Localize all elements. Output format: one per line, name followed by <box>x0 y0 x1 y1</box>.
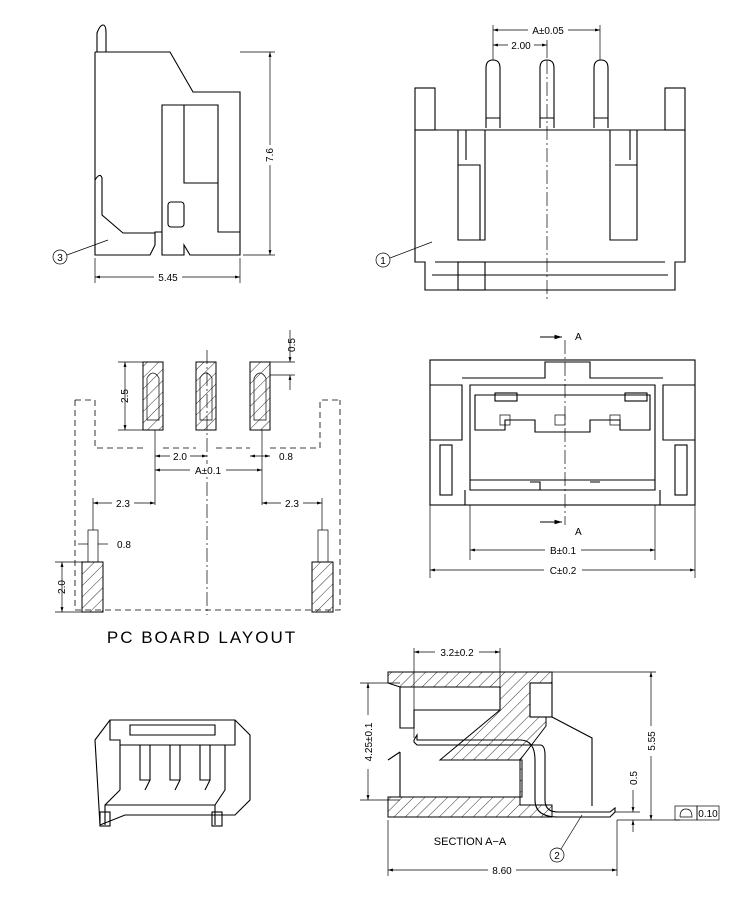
section-mark-bottom: A <box>575 527 582 538</box>
section-view: 3.2±0.2 4.25±0.1 5.55 0.5 0.10 SECTION A… <box>360 646 720 877</box>
outer-dimension: C±0.2 <box>550 566 577 577</box>
span-dimension: A±0.1 <box>195 466 221 477</box>
pad-offset-dimension: 0.5 <box>287 338 298 352</box>
pin-pitch-dimension: 2.00 <box>511 41 531 52</box>
flatness-value: 0.10 <box>698 809 718 820</box>
pcb-layout-title: PC BOARD LAYOUT <box>107 628 297 647</box>
tab-width-dimension: 0.8 <box>117 540 131 551</box>
callout-2: 2 <box>554 851 560 862</box>
tab-length-dimension: 2.0 <box>57 580 68 594</box>
pitch-dimension: A±0.05 <box>532 26 564 37</box>
pcb-layout: 2.5 0.5 2.0 0.8 A±0.1 2.3 2.3 0.8 2.0 PC… <box>55 330 341 647</box>
isometric-view <box>94 719 251 827</box>
pad-width-dimension: 0.8 <box>279 452 293 463</box>
height-dimension: 7.6 <box>265 148 276 162</box>
callout-1: 1 <box>380 256 386 267</box>
front-view: A±0.05 2.00 1 <box>375 24 686 300</box>
section-title: SECTION A−A <box>434 836 507 848</box>
left-offset-dimension: 2.3 <box>116 499 130 510</box>
length-dimension: 8.60 <box>492 866 512 877</box>
section-mark-top: A <box>575 332 582 343</box>
right-offset-dimension: 2.3 <box>285 499 299 510</box>
flatness-callout: 0.10 <box>674 805 720 821</box>
callout-circle <box>52 249 68 265</box>
depth-dimension: 3.2±0.2 <box>440 648 474 659</box>
callout-3: 3 <box>57 253 63 264</box>
width-dimension: 5.45 <box>158 273 178 284</box>
pad-pitch-dimension: 2.0 <box>173 452 187 463</box>
lead-offset-dimension: 0.5 <box>629 771 640 785</box>
side-view: 7.6 5.45 3 <box>52 24 276 284</box>
pins <box>485 59 609 128</box>
top-view: A A B±0.1 C±0.2 <box>429 332 696 578</box>
inner-dimension: B±0.1 <box>550 546 576 557</box>
total-height-dimension: 5.55 <box>647 731 658 751</box>
pad-length-dimension: 2.5 <box>120 389 131 403</box>
height-dimension-4-25: 4.25±0.1 <box>364 722 375 761</box>
